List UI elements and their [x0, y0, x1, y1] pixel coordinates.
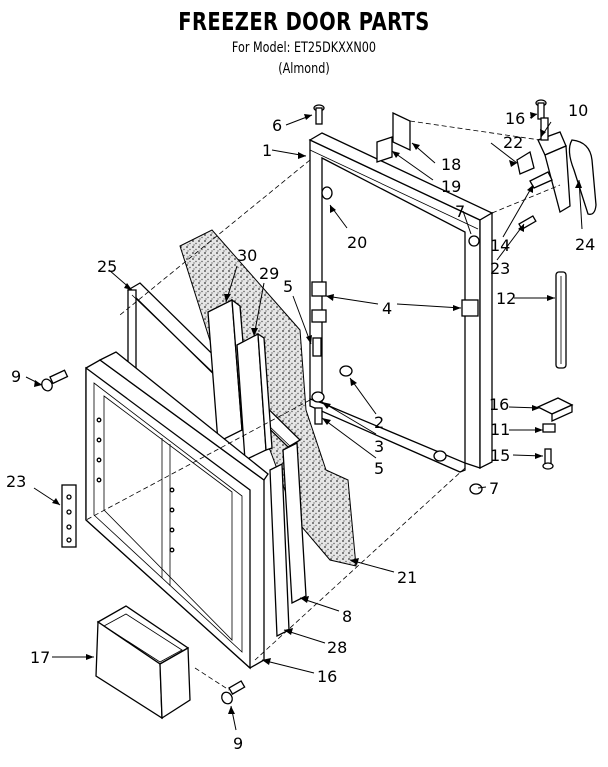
callout-3: 4	[382, 299, 392, 318]
diagram-title: FREEZER DOOR PARTS	[178, 7, 430, 36]
callout-24: 23	[490, 259, 510, 278]
leader-arrowheads	[34, 112, 582, 714]
callout-8: 8	[342, 607, 352, 626]
frame-hardware	[311, 186, 479, 462]
callout-labels: 6 1 16 10 22 18 19 7 20 14 23 24 30 25 2…	[6, 101, 595, 753]
door-frame-part-1	[308, 132, 494, 473]
callout-14: 14	[490, 236, 510, 255]
hinge-plate-part-22	[61, 484, 77, 548]
callout-4: 3	[374, 437, 384, 456]
callout-6: 6	[272, 116, 282, 135]
callout-29: 29	[259, 264, 279, 283]
outer-door-panel-part-15	[85, 351, 269, 670]
breaker-strip-part-8	[282, 441, 307, 605]
callout-9-bottom: 9	[233, 734, 243, 753]
callout-22: 23	[6, 472, 26, 491]
shelf-panel-part-29	[236, 332, 273, 461]
callout-1: 1	[262, 141, 272, 160]
callout-23: 22	[503, 133, 523, 152]
callout-30: 30	[237, 246, 257, 265]
callout-28: 28	[327, 638, 347, 657]
door-bin-part-17	[95, 605, 191, 720]
alignment-lines	[85, 120, 561, 691]
callout-16-top: 16	[505, 109, 525, 128]
screw-part-16-bottom	[542, 448, 554, 470]
hinge-cover-part-25	[568, 139, 597, 215]
callout-12: 12	[496, 289, 516, 308]
bushing-part-11	[542, 423, 556, 433]
clip-part-18	[392, 111, 411, 152]
callout-16-bottom: 15	[490, 446, 510, 465]
callout-9-left: 9	[11, 367, 21, 386]
callout-19: 19	[441, 177, 461, 196]
callout-25: 24	[575, 235, 595, 254]
screw-part-6	[313, 104, 325, 125]
callout-15: 16	[317, 667, 337, 686]
leader-lines	[25, 113, 583, 731]
screw-part-9-bottom	[221, 680, 246, 705]
hinge-top-part-10	[537, 117, 571, 214]
callout-20: 20	[347, 233, 367, 252]
callout-5-bottom: 5	[374, 459, 384, 478]
door-handle-part-12	[555, 271, 567, 369]
callout-21: 21	[397, 568, 417, 587]
callout-17: 17	[30, 648, 50, 667]
callout-5-top: 5	[283, 277, 293, 296]
cover-part-23	[516, 150, 535, 175]
callout-27: 25	[97, 257, 117, 276]
callout-10: 10	[568, 101, 588, 120]
screw-part-9-left	[41, 369, 69, 392]
callout-13: 16	[489, 395, 509, 414]
callout-18: 18	[441, 155, 461, 174]
callout-2: 2	[374, 413, 384, 432]
screw-part-7-bottom	[469, 483, 483, 495]
screw-part-7-top	[468, 235, 480, 247]
callout-11: 11	[490, 420, 510, 439]
model-number: For Model: ET25DKXXN00	[231, 40, 377, 56]
spacer-part-14	[529, 171, 553, 189]
color-variant: (Almond)	[278, 61, 330, 77]
hinge-bottom-part-13	[536, 397, 574, 423]
screw-part-16-top	[535, 99, 547, 120]
callout-7-bottom: 7	[489, 479, 499, 498]
callout-7-top: 7	[455, 202, 465, 221]
clip-part-19	[376, 136, 393, 163]
